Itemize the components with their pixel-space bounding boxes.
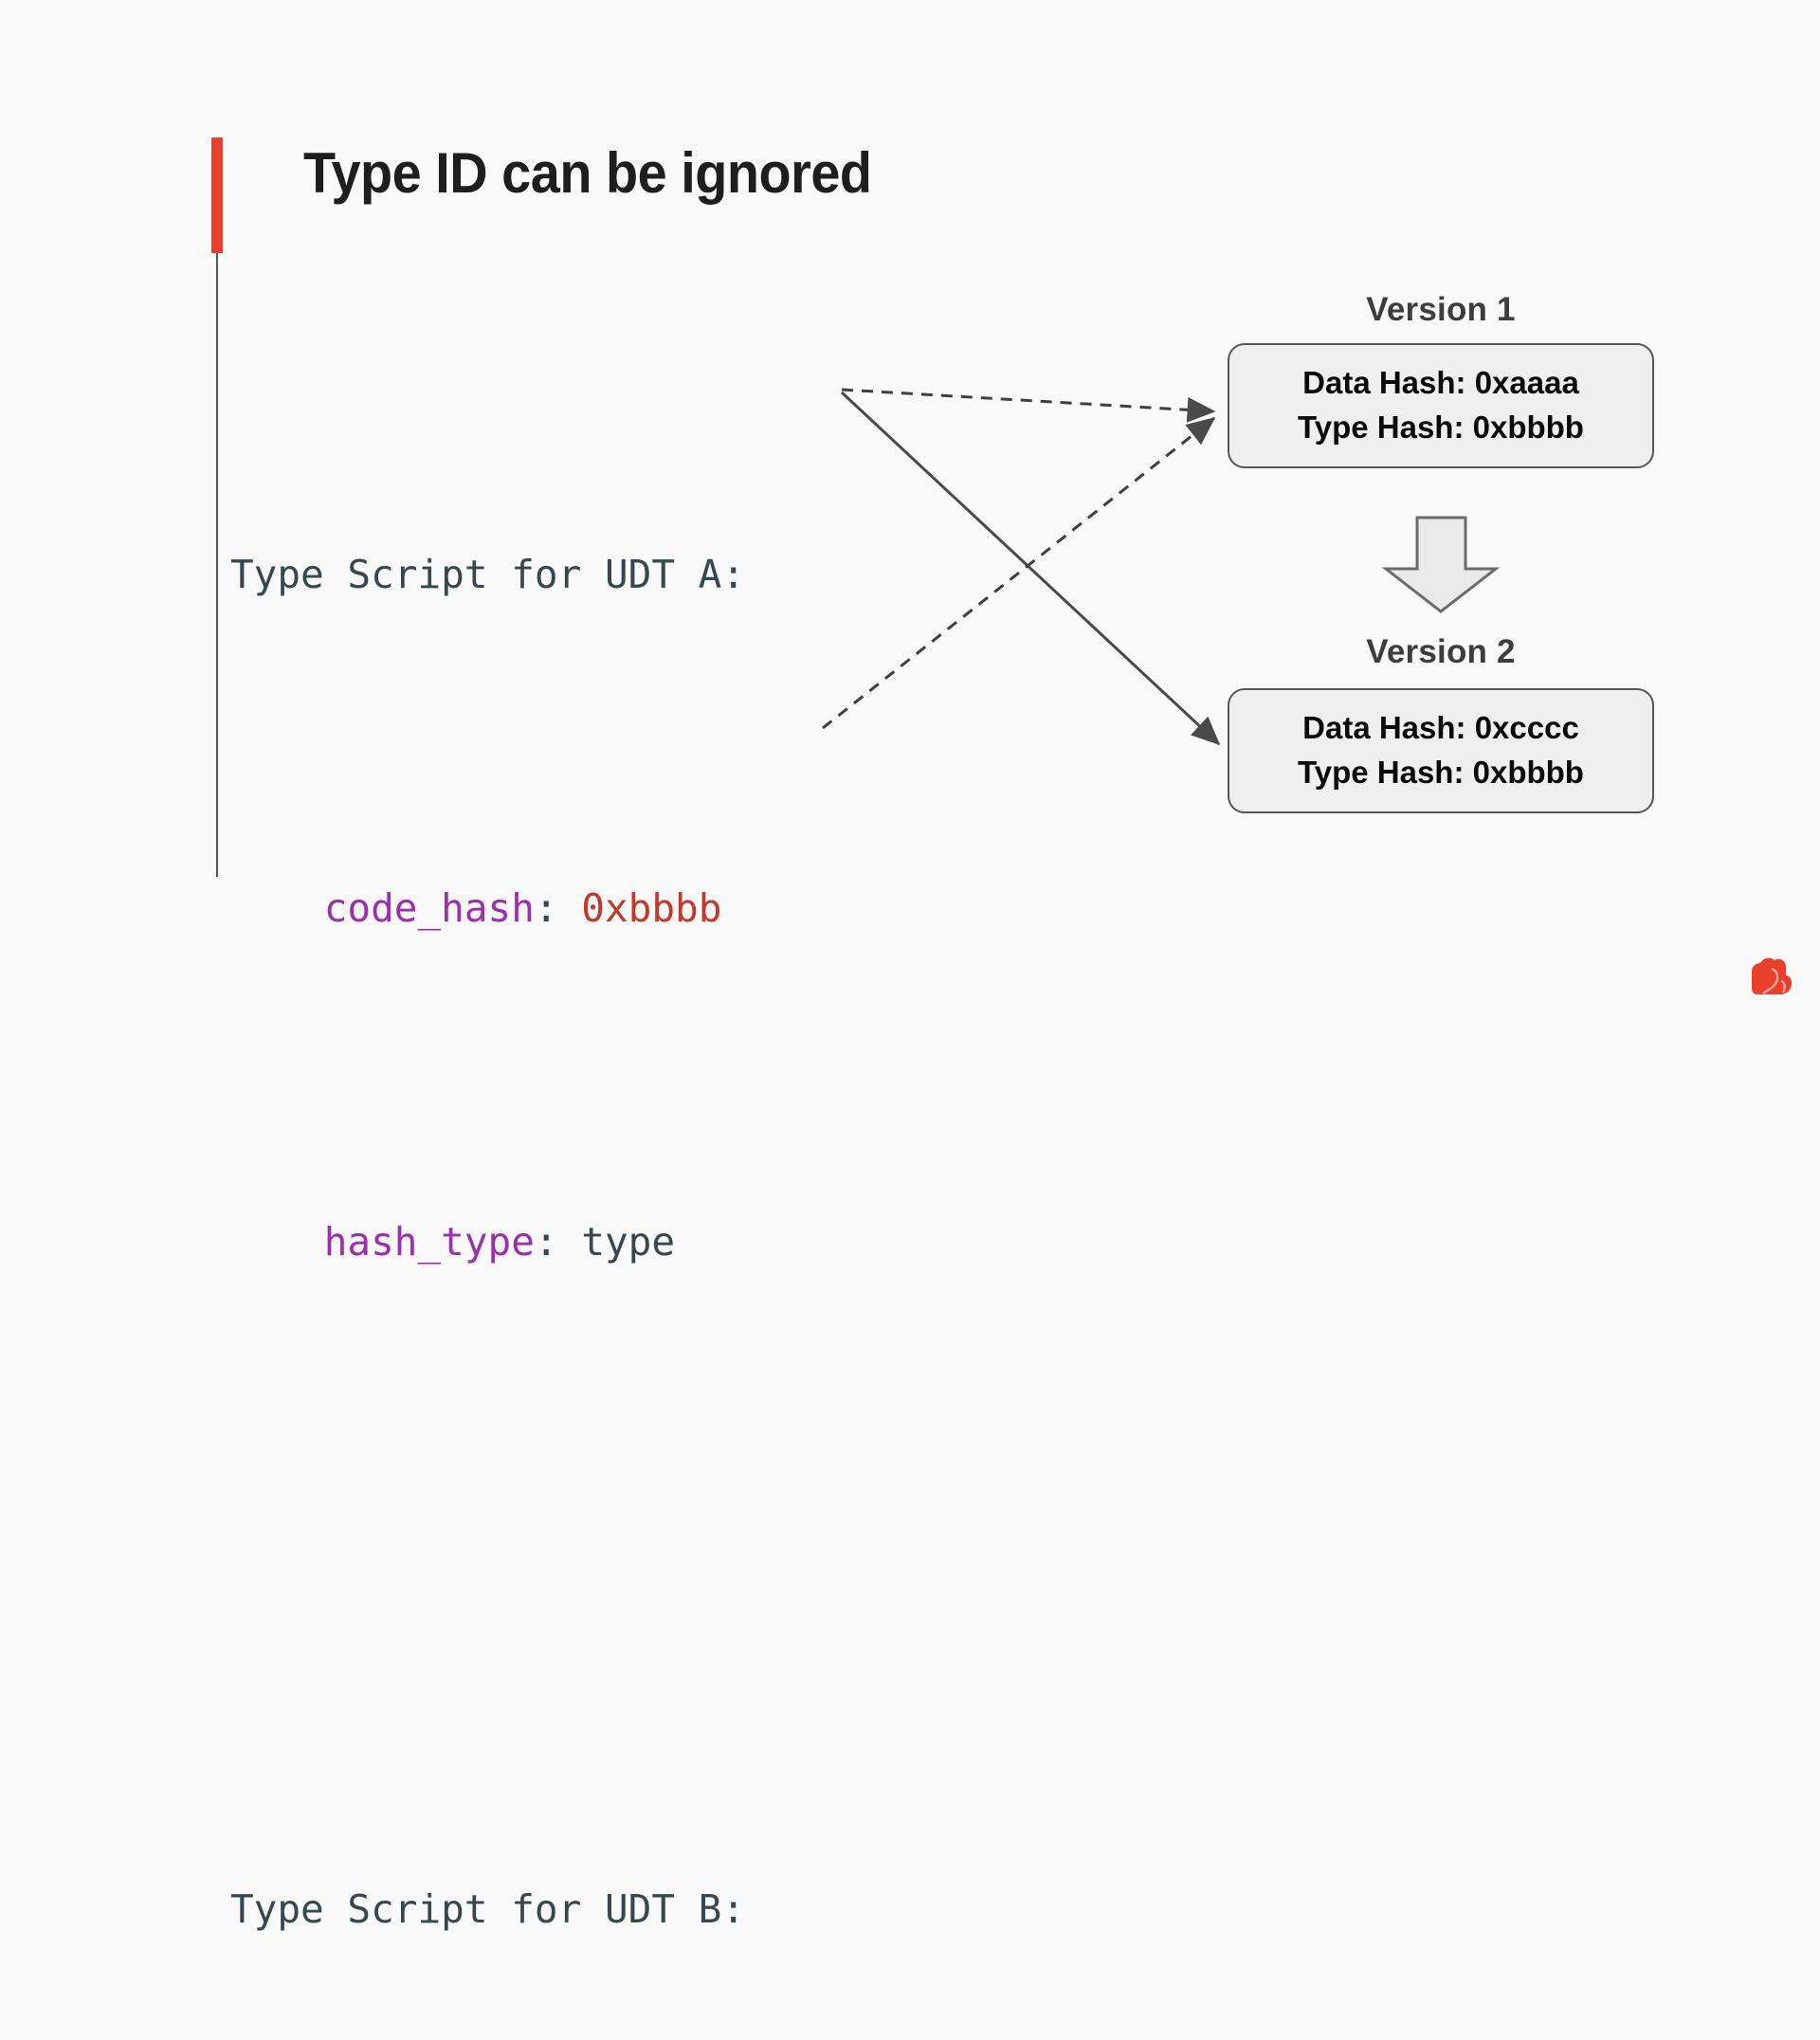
code-field-udt-a-hash-type: hash_type: type: [230, 1200, 745, 1284]
code-listing: Type Script for UDT A: code_hash: 0xbbbb…: [230, 282, 745, 2040]
code-blank-line: [230, 1534, 745, 1617]
connector-udt-a-to-version-2: [840, 391, 1221, 746]
version-2-data-hash: Data Hash: 0xcccc: [1302, 710, 1579, 745]
code-heading-udt-a: Type Script for UDT A:: [230, 533, 745, 616]
code-key: hash_type: [323, 1219, 535, 1265]
code-value: 0xbbbb: [581, 885, 722, 931]
code-heading-text: Type Script for UDT A:: [230, 552, 746, 597]
page-title: Type ID can be ignored: [303, 141, 872, 205]
version-1-box: Data Hash: 0xaaaa Type Hash: 0xbbbb: [1228, 343, 1654, 468]
code-heading-udt-b: Type Script for UDT B:: [230, 1867, 745, 1951]
down-block-arrow: [1381, 516, 1501, 613]
connector-udt-a-to-version-1: [841, 388, 1216, 423]
slide-canvas: Type ID can be ignored Type Script for U…: [211, 137, 1792, 1932]
code-indent: [230, 885, 324, 931]
version-1-data-hash: Data Hash: 0xaaaa: [1302, 365, 1579, 400]
version-1-label: Version 1: [1366, 291, 1516, 328]
code-separator: :: [534, 1219, 582, 1265]
code-separator: :: [534, 885, 582, 931]
version-2-label: Version 2: [1366, 633, 1516, 670]
connector-udt-b-to-version-1: [822, 416, 1216, 730]
version-2-type-hash: Type Hash: 0xbbbb: [1298, 755, 1584, 790]
gorilla-logo-icon: [1752, 957, 1792, 994]
accent-bar: [211, 137, 223, 253]
code-field-udt-a-code-hash: code_hash: 0xbbbb: [230, 866, 745, 950]
code-indent: [230, 1219, 324, 1265]
code-key: code_hash: [323, 885, 535, 931]
left-vertical-rule: [216, 253, 218, 877]
version-1-type-hash: Type Hash: 0xbbbb: [1298, 410, 1584, 445]
code-heading-text: Type Script for UDT B:: [230, 1886, 746, 1932]
version-2-box: Data Hash: 0xcccc Type Hash: 0xbbbb: [1228, 688, 1654, 813]
code-value: type: [581, 1219, 676, 1265]
